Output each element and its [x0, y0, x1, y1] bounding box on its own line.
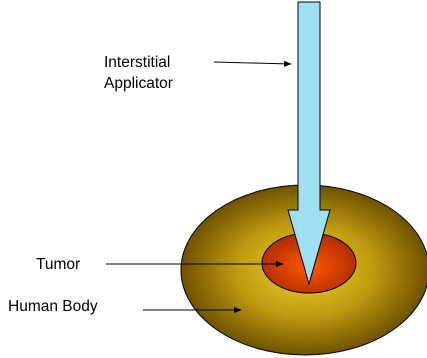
- tumor-label: Tumor: [36, 254, 80, 275]
- applicator-label: Interstitial Applicator: [104, 52, 173, 94]
- applicator-label-line1: Interstitial: [104, 52, 173, 73]
- applicator-pointer-arrow: [214, 62, 291, 64]
- human-body-label: Human Body: [8, 296, 98, 317]
- applicator-label-line2: Applicator: [104, 73, 173, 94]
